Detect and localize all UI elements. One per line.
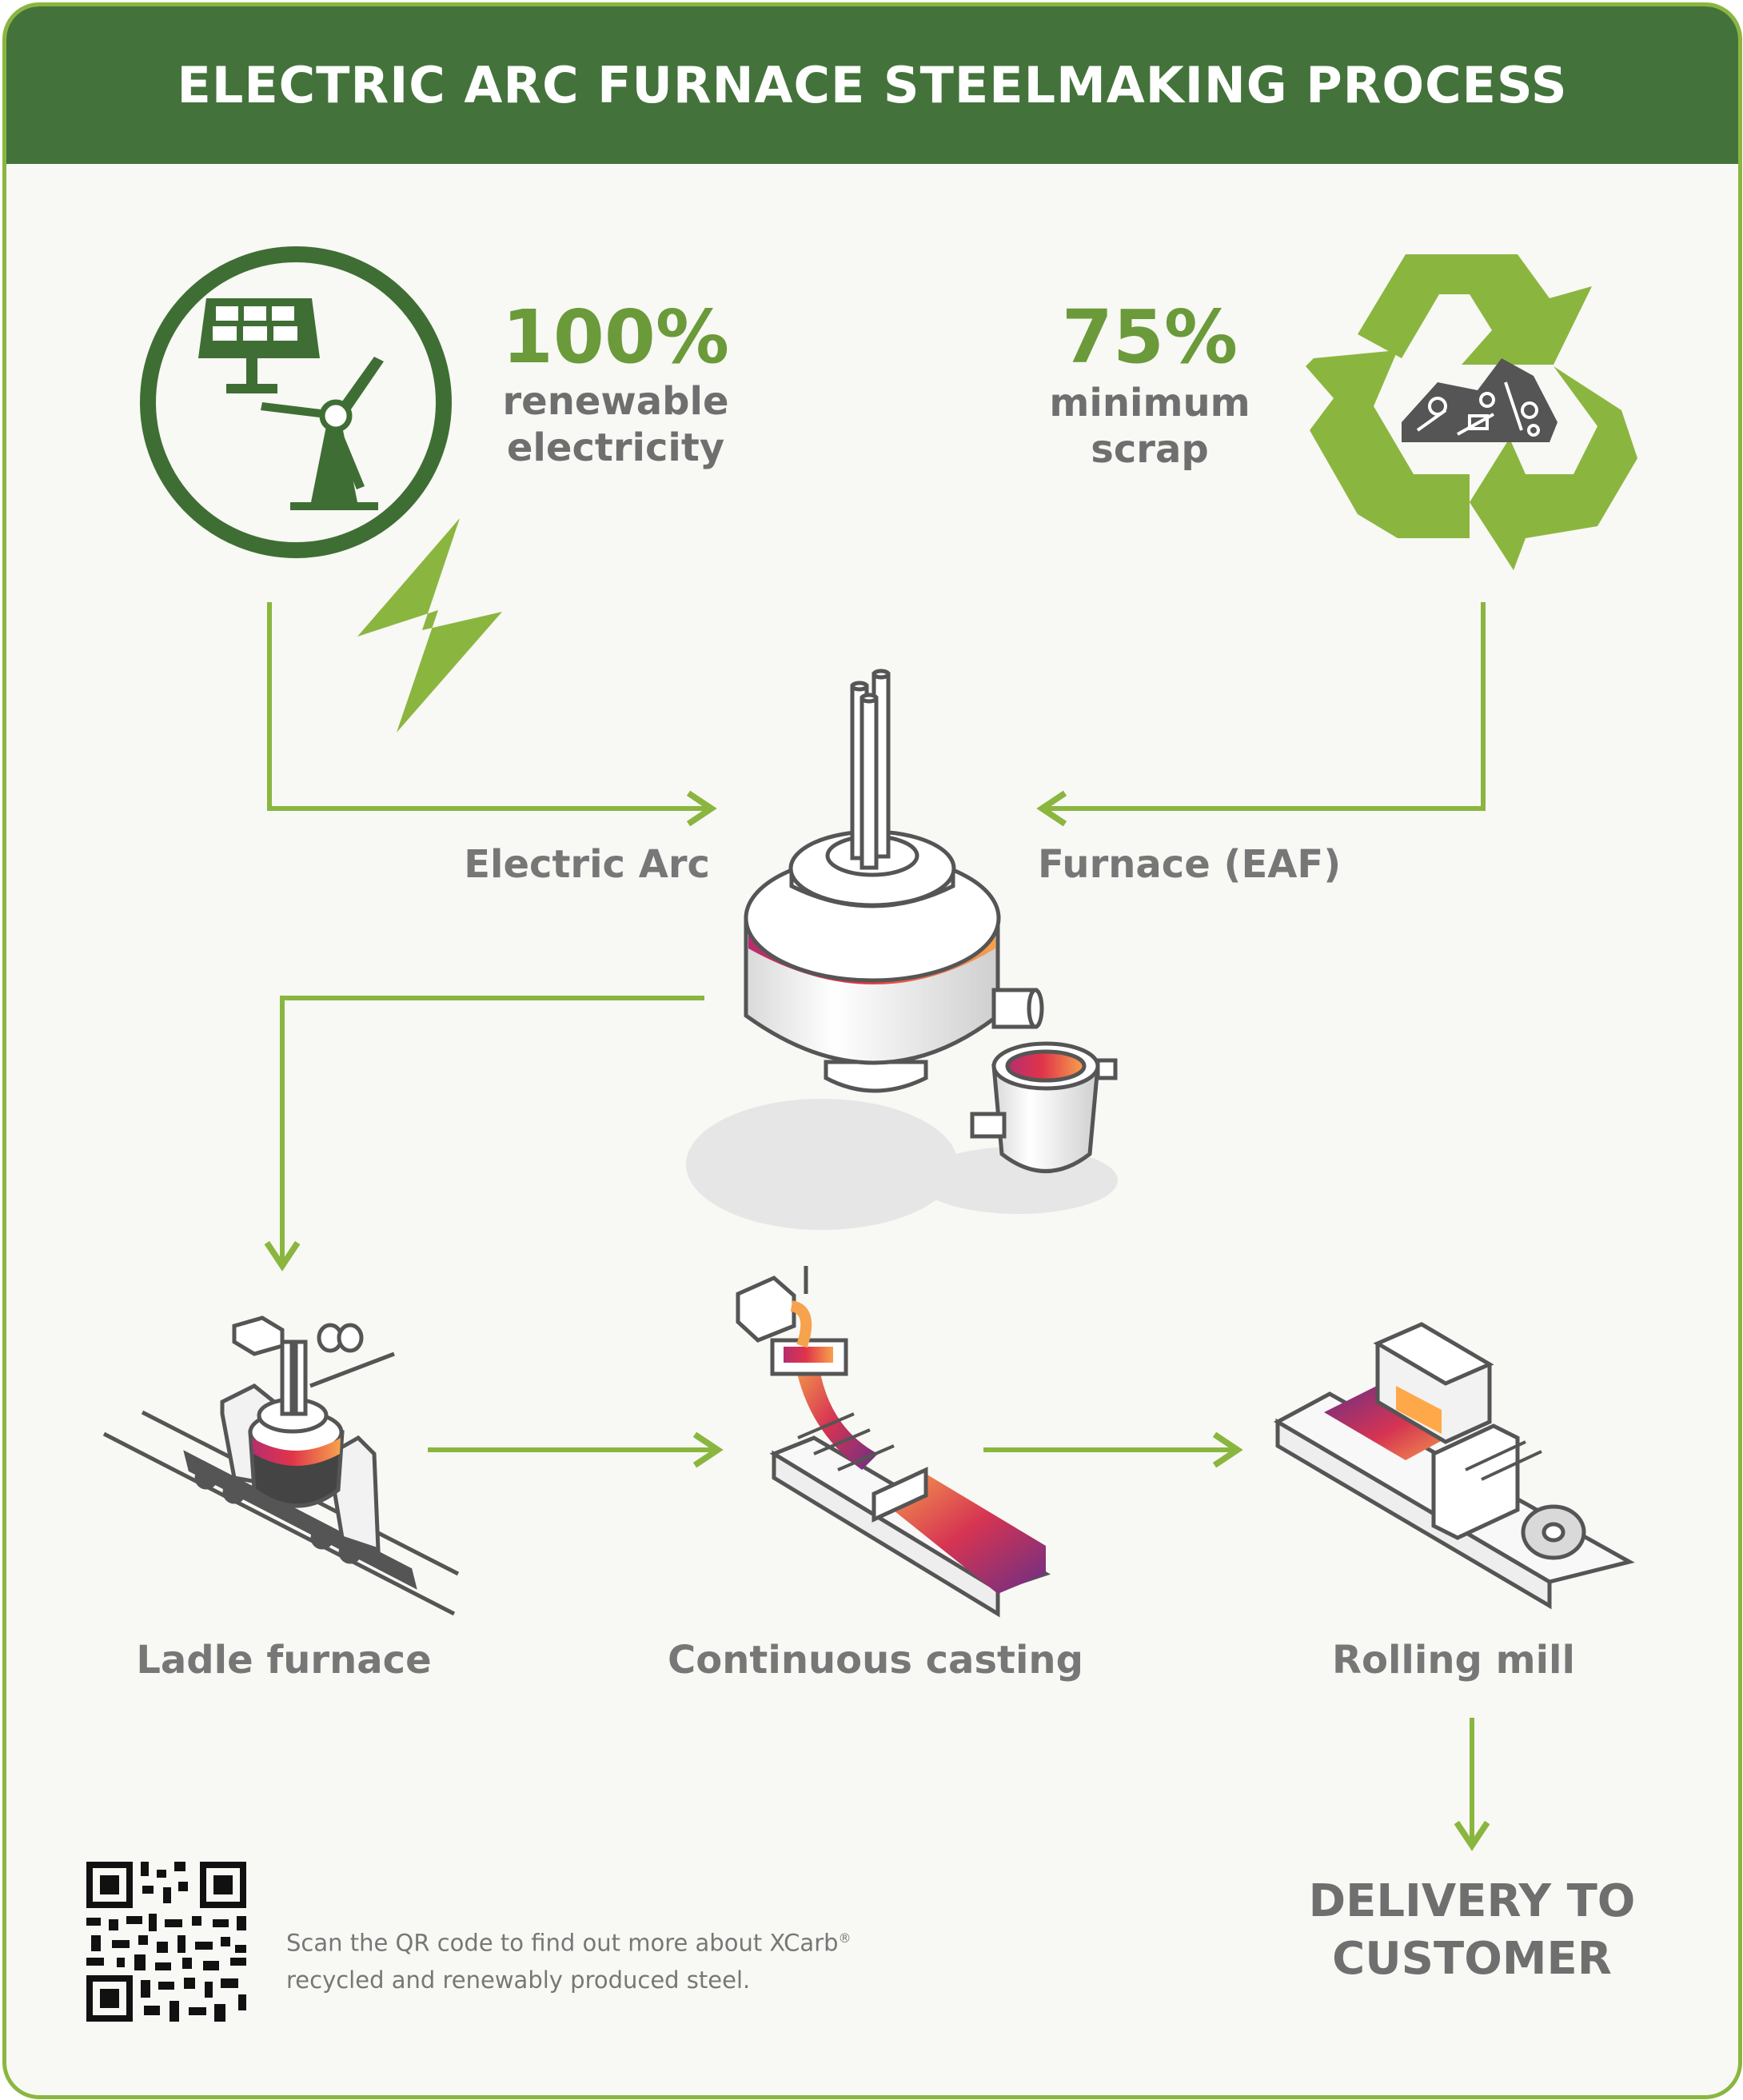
qr-note: Scan the QR code to find out more about …	[286, 1920, 942, 1998]
renewable-stat-line2: electricity	[506, 425, 725, 470]
scrap-stat-line1: minimum	[1049, 381, 1250, 425]
process-diagram-art	[86, 246, 1637, 2022]
recycle-icon	[1306, 254, 1637, 570]
scrap-stat-line2: scrap	[1091, 427, 1209, 472]
arrow-eaf-to-ladle	[264, 996, 704, 1272]
renewable-stat-line1: renewable	[502, 379, 729, 424]
qr-note-registered-mark: ®	[838, 1930, 852, 1946]
rolling-mill-label: Rolling mill	[1332, 1638, 1575, 1683]
delivery-line2: CUSTOMER	[1332, 1933, 1612, 1985]
continuous-casting-label: Continuous casting	[668, 1638, 1083, 1683]
scrap-stat-value: 75%	[1061, 294, 1238, 380]
renewable-stat-value: 100%	[501, 294, 730, 380]
qr-note-suffix: recycled and renewably produced steel.	[286, 1966, 751, 1994]
header-bar: ELECTRIC ARC FURNACE STEELMAKING PROCESS	[6, 6, 1738, 164]
electric-arc-furnace-illustration	[686, 669, 1118, 1230]
arrow-scrap-to-eaf	[1036, 602, 1486, 827]
eaf-label-left: Electric Arc	[464, 842, 710, 887]
flow-arrows	[264, 602, 1490, 1851]
ladle-furnace-illustration	[102, 1315, 460, 1616]
eaf-label-right: Furnace (EAF)	[1038, 842, 1342, 887]
ladle-furnace-label: Ladle furnace	[136, 1638, 432, 1683]
renewable-energy-badge	[140, 246, 452, 558]
qr-note-prefix: Scan the QR code to find out more about …	[286, 1929, 839, 1957]
page-title: ELECTRIC ARC FURNACE STEELMAKING PROCESS	[177, 56, 1568, 114]
continuous-casting-illustration	[736, 1266, 1051, 1618]
arrow-renewable-to-eaf	[267, 602, 717, 827]
scrap-pile-icon	[1402, 358, 1558, 442]
wind-turbine-icon	[261, 357, 384, 510]
lightning-bolt-icon	[357, 518, 502, 733]
rolling-mill-illustration	[1273, 1322, 1635, 1610]
qr-code-icon	[86, 1862, 246, 2022]
delivery-line1: DELIVERY TO	[1308, 1875, 1636, 1927]
solar-panel-icon	[198, 298, 320, 393]
